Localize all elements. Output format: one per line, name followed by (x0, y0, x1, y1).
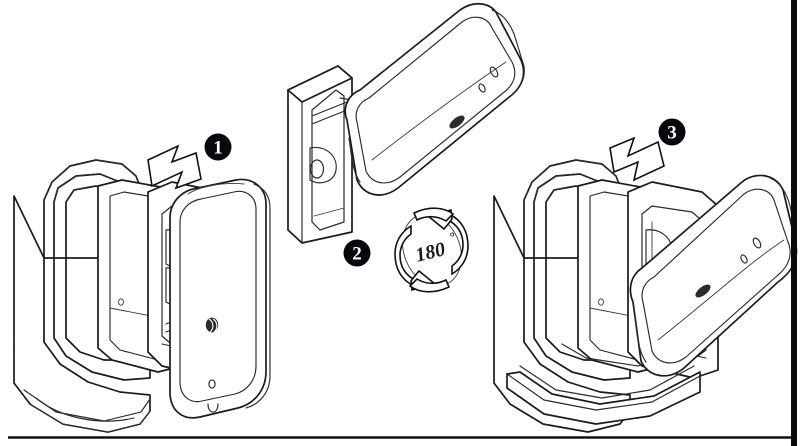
step-3-badge-label: 3 (667, 123, 677, 144)
device-rear-slot (449, 115, 465, 129)
device-rear-detent-a3 (752, 237, 762, 249)
step-1-illustration: 1 (13, 133, 271, 433)
step-3-stand-base (506, 343, 701, 425)
step-2-badge-label: 2 (352, 244, 362, 265)
rotation-label: 180 (413, 238, 447, 267)
device-rear-detent-b3 (740, 254, 748, 264)
wall-plate-hole (309, 159, 325, 179)
step-1-badge[interactable]: 1 (204, 133, 232, 161)
step-2-badge[interactable]: 2 (343, 239, 371, 267)
step-1-device-body (169, 178, 271, 419)
bracket-screw-hole (118, 298, 124, 306)
step-2-illustration: 2 180 ° (287, 2, 525, 295)
device-rear-detent-a (489, 66, 499, 78)
device-led-hole (208, 379, 216, 389)
device-bottom-port (207, 403, 219, 413)
rotation-degree-symbol: ° (448, 229, 457, 245)
step-3-insert-arrow[interactable] (609, 136, 665, 182)
step-3-badge[interactable]: 3 (658, 118, 686, 146)
rotation-180-marker[interactable]: 180 ° (392, 205, 472, 295)
right-edge-bar (791, 0, 797, 446)
step-1-insert-arrow[interactable] (147, 144, 202, 190)
device-rear-detent-b (478, 83, 486, 93)
device-rear-slot-3 (695, 284, 711, 298)
step-3-illustration: 3 (493, 118, 798, 433)
device-brand-emblem (205, 317, 219, 333)
wall-plate-boss (309, 146, 337, 184)
bracket-screw-hole-3 (598, 298, 604, 306)
step-2-device-body (344, 2, 525, 196)
step-1-badge-label: 1 (213, 138, 223, 159)
step-2-wall-plate (287, 65, 353, 244)
